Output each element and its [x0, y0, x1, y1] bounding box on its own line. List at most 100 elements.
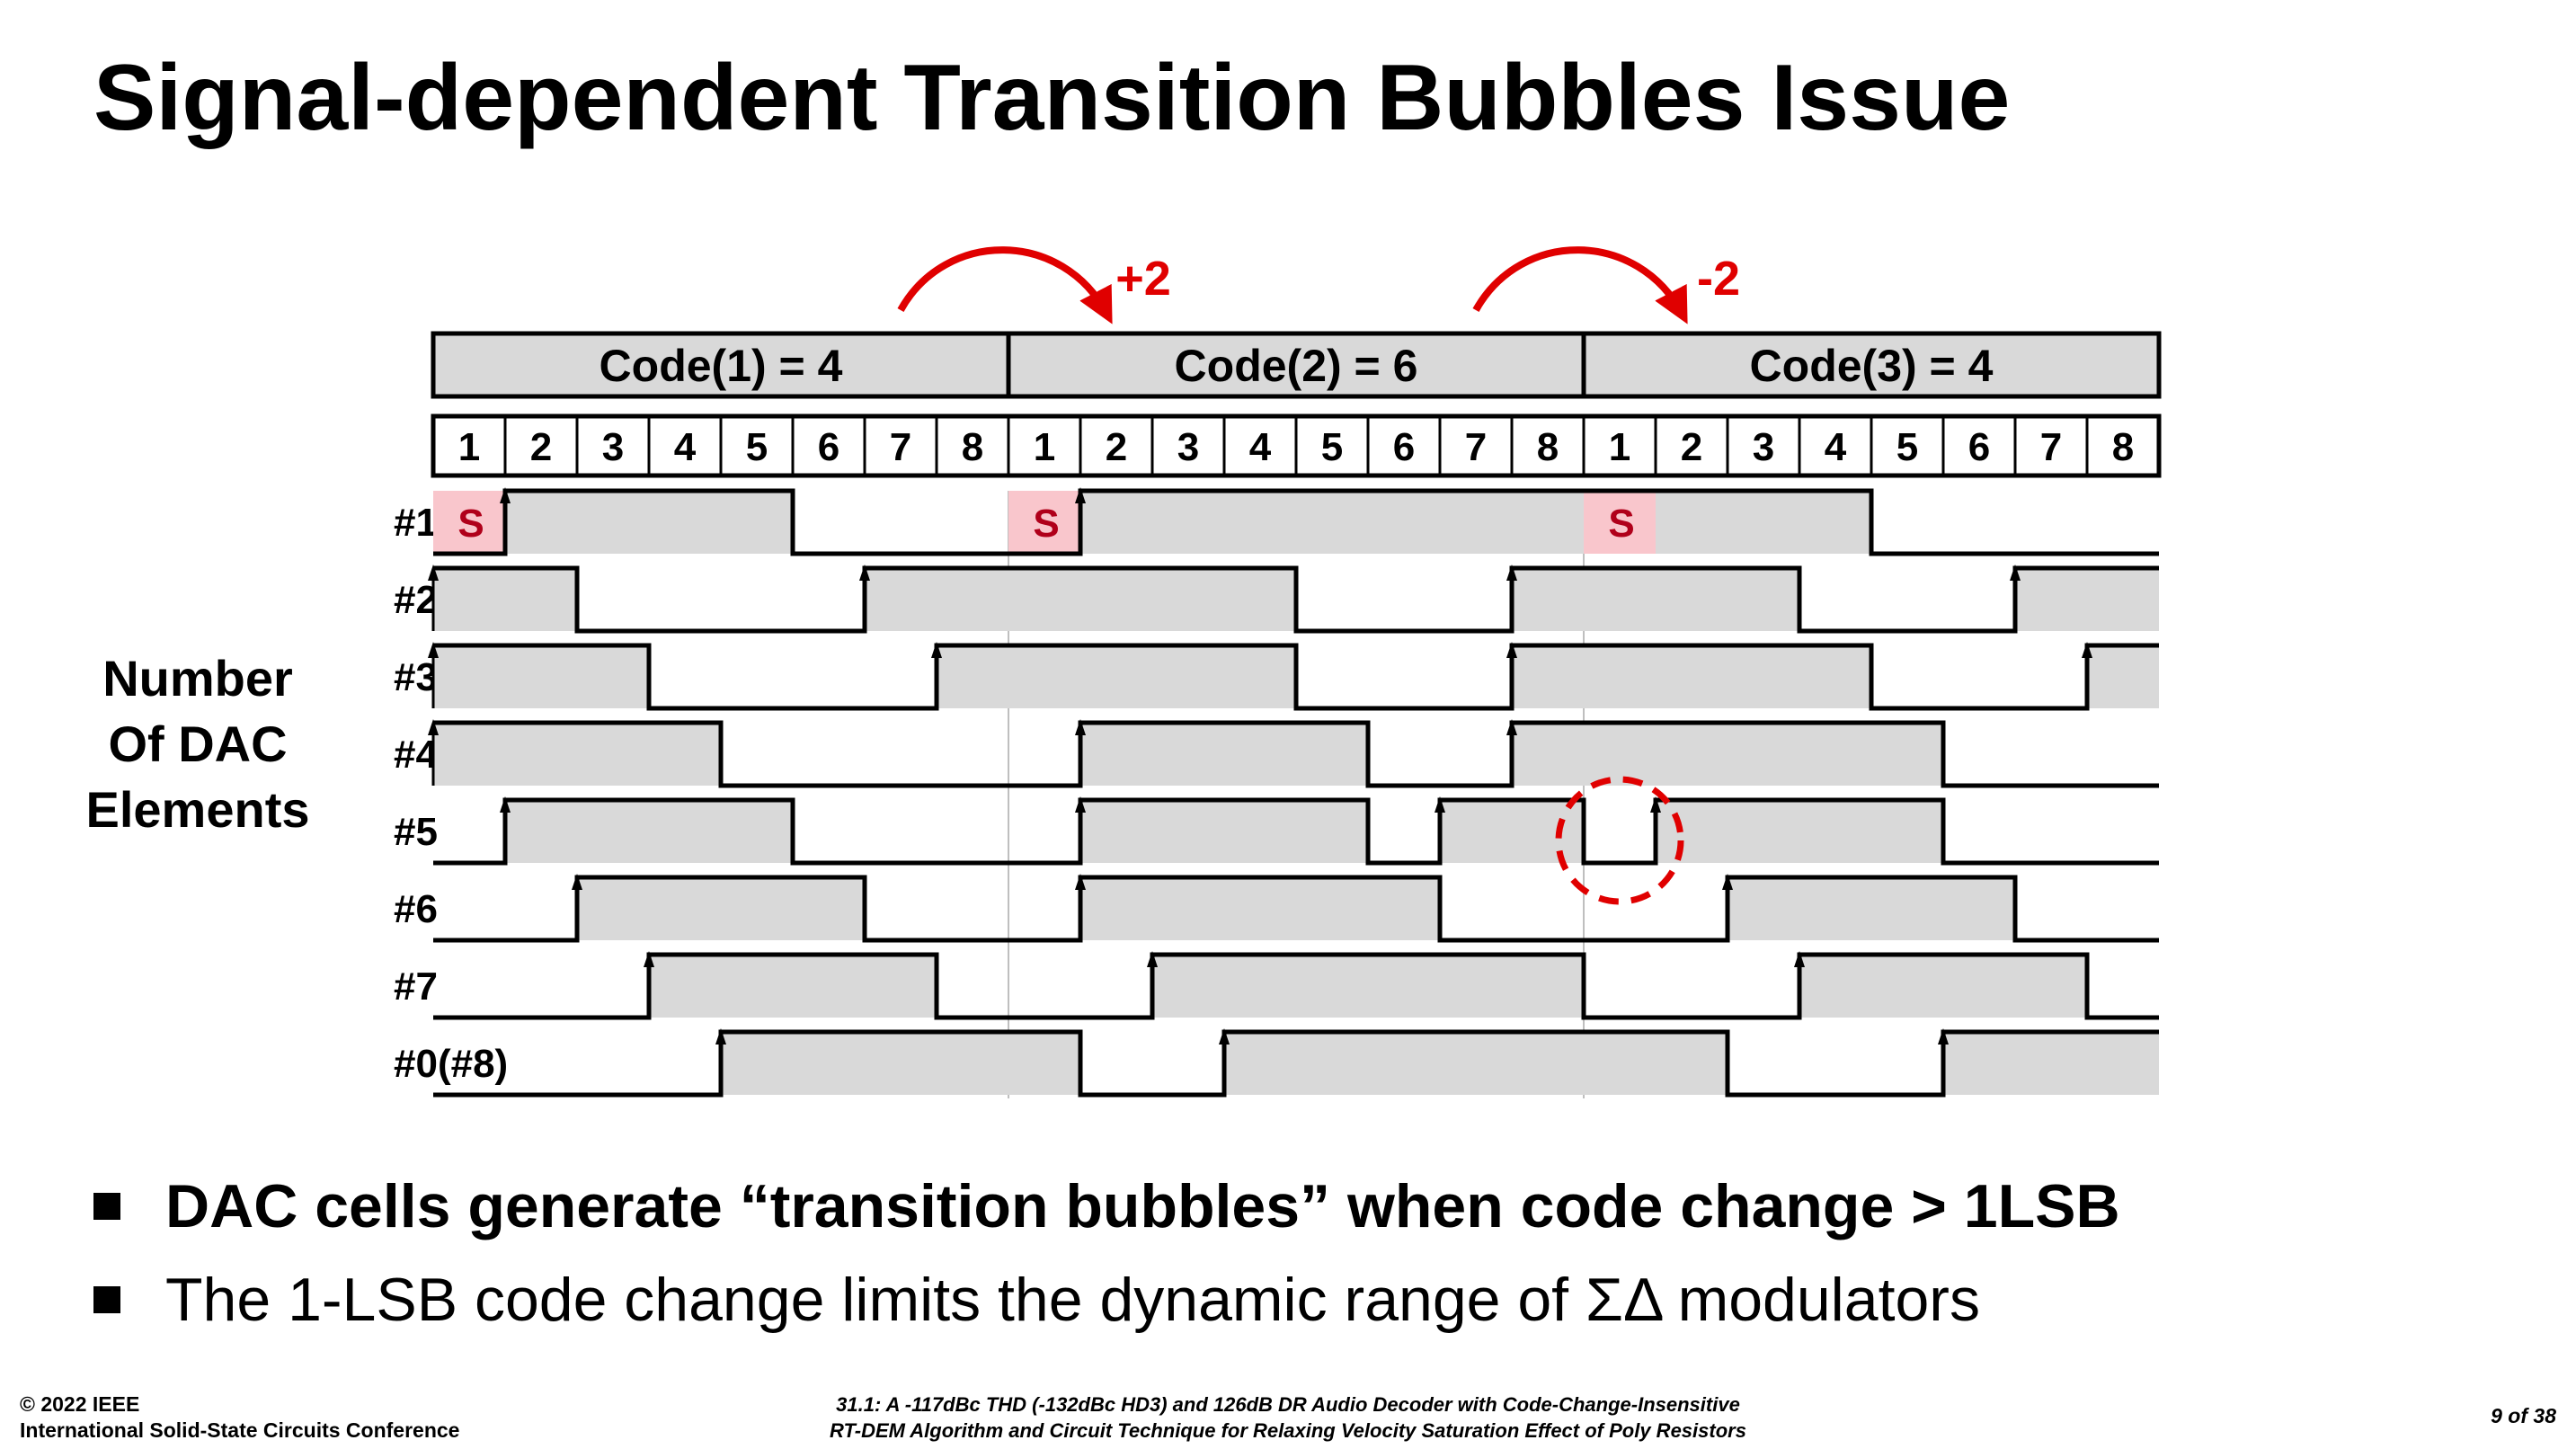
- slot-number: 8: [2112, 425, 2134, 469]
- transition-arrow: [897, 246, 1113, 324]
- bullet-text: DAC cells generate “transition bubbles” …: [165, 1172, 2120, 1240]
- rising-edge-arrow-head: [1506, 719, 1517, 735]
- waveform-high-fill: [433, 645, 649, 708]
- slot-number: 1: [458, 425, 480, 469]
- waveform-high-fill: [937, 645, 1296, 708]
- slot-number: 2: [530, 425, 552, 469]
- row-label: #6: [394, 887, 438, 931]
- waveform-high-fill: [1080, 800, 1368, 863]
- transition-arrow: [1472, 246, 1688, 324]
- rising-edge-arrow-head: [859, 564, 870, 581]
- slide-title: Signal-dependent Transition Bubbles Issu…: [93, 46, 2011, 150]
- slot-number: 5: [1321, 425, 1343, 469]
- waveform-high-fill: [1080, 877, 1440, 940]
- waveform-high-fill: [1656, 800, 1943, 863]
- rising-edge-arrow-head: [1722, 874, 1733, 890]
- waveform-high-fill: [1152, 955, 1584, 1018]
- bullet-item: The 1-LSB code change limits the dynamic…: [93, 1253, 2120, 1347]
- rising-edge-arrow-head: [715, 1028, 726, 1045]
- slot-number: 5: [746, 425, 768, 469]
- waveform-high-fill: [1224, 1032, 1728, 1095]
- rising-edge-arrow-head: [572, 874, 582, 890]
- start-marker-bg: [433, 491, 505, 554]
- row-label: #1: [394, 501, 438, 545]
- bullet-item: DAC cells generate “transition bubbles” …: [93, 1160, 2120, 1253]
- slot-number: 2: [1106, 425, 1127, 469]
- waveform-line: [433, 875, 2159, 943]
- waveform-high-fill: [577, 877, 865, 940]
- slot-number: 7: [890, 425, 911, 469]
- row-label: #7: [394, 965, 438, 1009]
- slot-number: 8: [1537, 425, 1559, 469]
- waveform-line: [433, 488, 2159, 556]
- row-label: #3: [394, 655, 438, 699]
- footer-center-line-2: RT-DEM Algorithm and Circuit Technique f…: [830, 1419, 1746, 1442]
- slot-number: 3: [1753, 425, 1774, 469]
- slot-number: 6: [818, 425, 839, 469]
- waveform-line: [433, 952, 2159, 1020]
- rising-edge-arrow-head: [2010, 564, 2021, 581]
- row-label: #5: [394, 810, 438, 854]
- slot-number: 3: [1177, 425, 1199, 469]
- waveform-high-fill: [1799, 955, 2087, 1018]
- waveform-high-fill: [1943, 1032, 2159, 1095]
- waveform-high-fill: [1728, 877, 2015, 940]
- waveform-high-fill: [433, 723, 721, 786]
- row-label: #2: [394, 578, 438, 622]
- footer-left-line-1: © 2022 IEEE: [20, 1392, 140, 1416]
- waveform-line: [433, 720, 2159, 788]
- code-box: [431, 331, 1011, 399]
- footer-left-line-2: International Solid-State Circuits Confe…: [20, 1418, 460, 1442]
- row-label: #0(#8): [394, 1042, 508, 1086]
- waveform-high-fill: [1080, 491, 1871, 554]
- side-label-line-2: Of DAC: [108, 716, 288, 772]
- waveform-high-fill: [505, 800, 793, 863]
- slot-number: 1: [1609, 425, 1630, 469]
- rising-edge-arrow-head: [428, 719, 439, 735]
- start-marker-bg: [1008, 491, 1080, 554]
- slot-number: 8: [962, 425, 983, 469]
- rising-edge-arrow-head: [2082, 642, 2092, 658]
- code-box: [1581, 331, 2162, 399]
- code-box-label: Code(3) = 4: [1750, 341, 1994, 391]
- start-marker-bg: [1584, 491, 1656, 554]
- slot-number: 3: [602, 425, 624, 469]
- rising-edge-arrow-head: [1075, 874, 1086, 890]
- slot-number: 7: [2040, 425, 2062, 469]
- bullet-text: The 1-LSB code change limits the dynamic…: [165, 1266, 1980, 1334]
- start-marker: S: [1033, 502, 1059, 546]
- code-box-label: Code(2) = 6: [1175, 341, 1418, 391]
- waveform-high-fill: [2015, 568, 2159, 631]
- rising-edge-arrow-head: [1147, 951, 1158, 967]
- transition-bubble-circle: [1555, 776, 1684, 905]
- start-marker: S: [1608, 502, 1634, 546]
- page-number: 9 of 38: [2491, 1404, 2556, 1427]
- waveform-high-fill: [505, 491, 793, 554]
- bullet-square-icon: [93, 1286, 120, 1313]
- footer-paper-title: 31.1: A -117dBc THD (-132dBc HD3) and 12…: [704, 1391, 1872, 1444]
- rising-edge-arrow-head: [1506, 564, 1517, 581]
- waveform-line: [433, 797, 2159, 866]
- rising-edge-arrow-head: [428, 564, 439, 581]
- start-marker: S: [457, 502, 484, 546]
- rising-edge-arrow-head: [1075, 796, 1086, 813]
- waveform-high-fill: [1512, 568, 1799, 631]
- rising-edge-arrow-head: [1506, 642, 1517, 658]
- rising-edge-arrow-head: [500, 487, 511, 503]
- waveform-high-fill: [1080, 723, 1368, 786]
- rising-edge-arrow-head: [500, 796, 511, 813]
- waveform-high-fill: [721, 1032, 1080, 1095]
- slot-number: 4: [1825, 425, 1847, 469]
- transition-label: -2: [1697, 252, 1740, 306]
- side-label-line-1: Number: [102, 650, 293, 707]
- bullet-square-icon: [93, 1193, 120, 1220]
- footer-copyright: © 2022 IEEE International Solid-State Ci…: [20, 1391, 459, 1444]
- footer-center-line-1: 31.1: A -117dBc THD (-132dBc HD3) and 12…: [836, 1393, 1740, 1416]
- rising-edge-arrow-head: [1794, 951, 1805, 967]
- rising-edge-arrow-head: [1650, 796, 1661, 813]
- slot-number: 5: [1896, 425, 1918, 469]
- code-box-label: Code(1) = 4: [600, 341, 843, 391]
- number-of-dac-elements-label: Number Of DAC Elements: [54, 645, 342, 842]
- rising-edge-arrow-head: [644, 951, 654, 967]
